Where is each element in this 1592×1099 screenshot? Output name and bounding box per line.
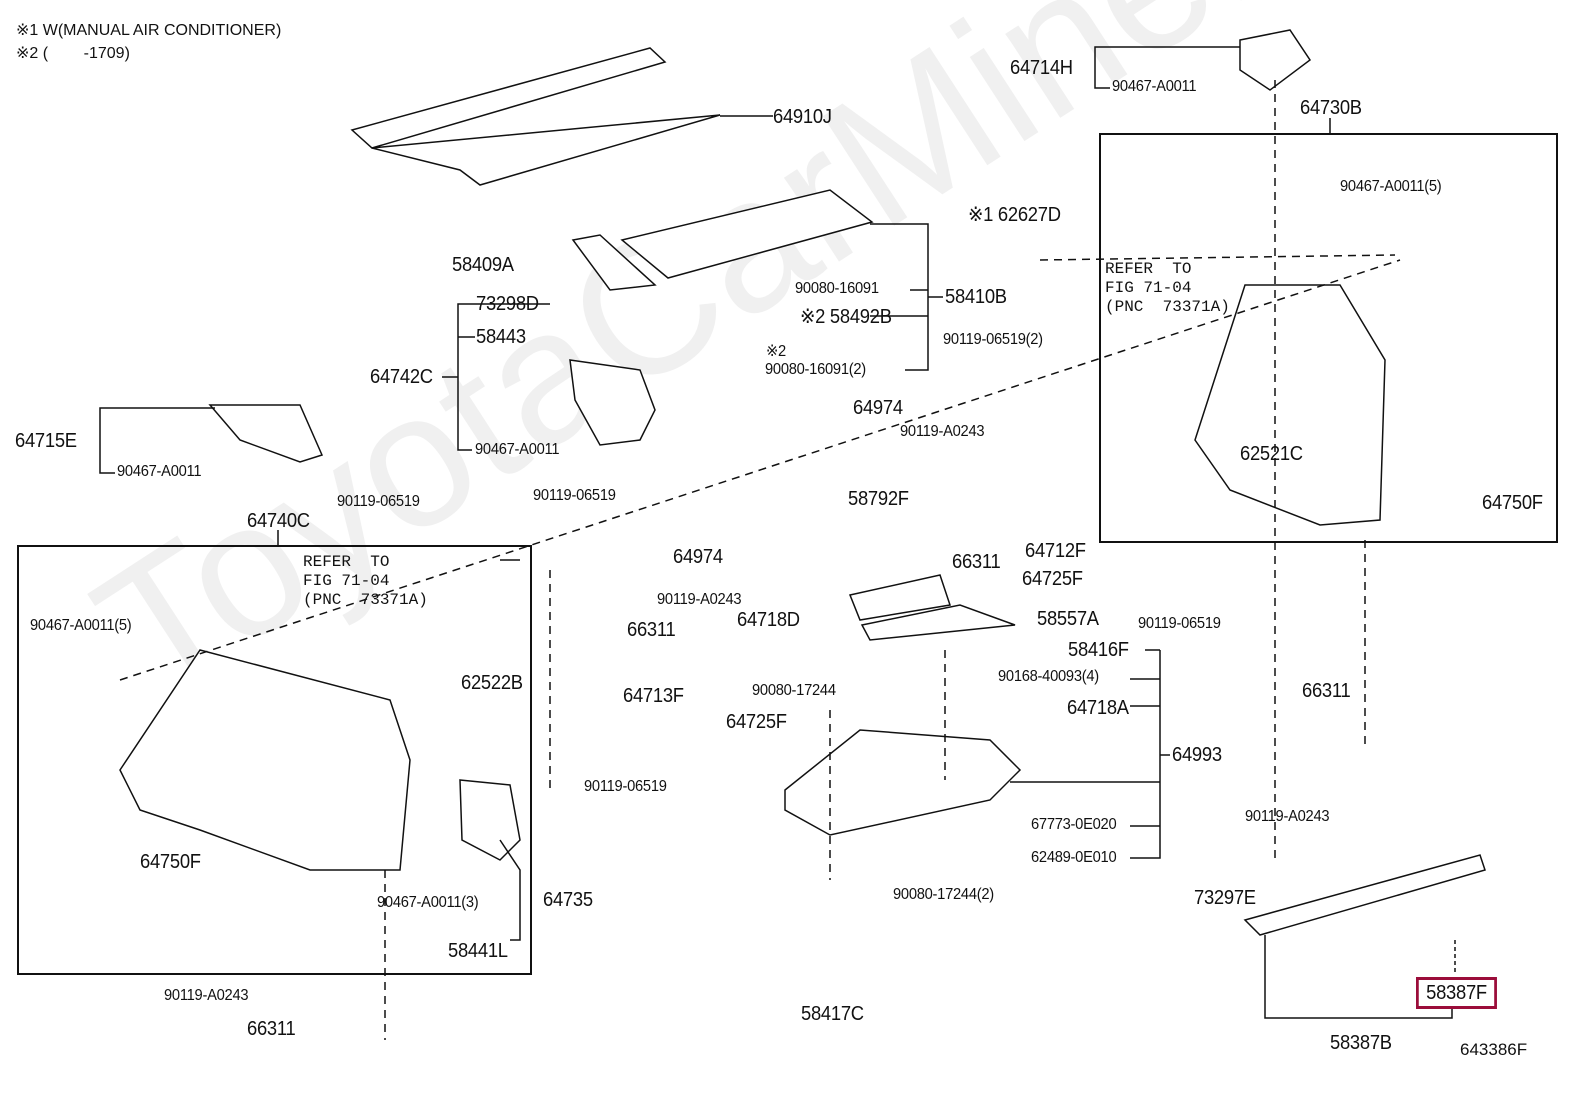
refer-note-right: REFER TO FIG 71-04 (PNC 73371A) [1105, 260, 1230, 316]
part-label[interactable]: 90080-16091(2) [765, 361, 866, 378]
group-box-64740C [17, 545, 532, 975]
part-label[interactable]: 64742C [370, 366, 433, 388]
part-label[interactable]: 64713F [623, 685, 684, 707]
part-label[interactable]: 62521C [1240, 443, 1303, 465]
part-label[interactable]: 90080-17244 [752, 682, 836, 699]
part-label[interactable]: 64735 [543, 889, 593, 911]
part-label[interactable]: 64718A [1067, 697, 1129, 719]
part-label[interactable]: 64712F [1025, 540, 1086, 562]
part-64993 [784, 729, 1022, 836]
part-label[interactable]: 66311 [247, 1018, 296, 1040]
part-label[interactable]: 90080-16091 [795, 280, 879, 297]
part-label[interactable]: 58557A [1037, 608, 1099, 630]
part-label[interactable]: 64974 [853, 397, 903, 419]
part-label[interactable]: 90467-A0011(5) [30, 617, 132, 634]
part-label[interactable]: 58417C [801, 1003, 864, 1025]
part-label[interactable]: 64993 [1172, 744, 1222, 766]
part-label[interactable]: 73298D [476, 293, 539, 315]
part-quarter-trim-left [119, 649, 411, 871]
note-2: ※2 ( -1709) [16, 45, 130, 62]
part-label[interactable]: ※2 58492B [800, 306, 892, 328]
part-label[interactable]: 90119-A0243 [164, 987, 249, 1004]
part-label[interactable]: 90467-A0011(3) [377, 894, 479, 911]
part-label[interactable]: 58387B [1330, 1032, 1392, 1054]
part-label[interactable]: 66311 [1302, 680, 1351, 702]
part-label[interactable]: 62489-0E010 [1031, 849, 1117, 866]
part-label[interactable]: 90119-A0243 [657, 591, 742, 608]
part-label[interactable]: 62522B [461, 672, 523, 694]
part-58557A [848, 574, 1016, 641]
part-label[interactable]: 90467-A0011 [1112, 78, 1197, 95]
part-label[interactable]: 58409A [452, 254, 514, 276]
part-label[interactable]: 64750F [140, 851, 201, 873]
part-label[interactable]: 90119-06519 [533, 487, 616, 504]
part-label[interactable]: 58410B [945, 286, 1007, 308]
part-58387B [1243, 854, 1486, 936]
part-64714H [1239, 29, 1312, 91]
part-quarter-trim-right [1194, 284, 1386, 526]
part-label[interactable]: ※1 62627D [968, 204, 1061, 226]
part-label[interactable]: 58441L [448, 940, 508, 962]
part-label[interactable]: 90467-A0011 [117, 463, 202, 480]
part-label[interactable]: 66311 [952, 551, 1001, 573]
part-label[interactable]: 58792F [848, 488, 909, 510]
part-label[interactable]: 90080-17244(2) [893, 886, 994, 903]
part-label[interactable]: 64725F [726, 711, 787, 733]
figure-code: 643386F [1460, 1040, 1528, 1059]
part-label[interactable]: 90119-06519 [584, 778, 667, 795]
part-label[interactable]: 58416F [1068, 639, 1129, 661]
part-label[interactable]: 64974 [673, 546, 723, 568]
part-64715E [208, 404, 324, 463]
part-label-highlighted[interactable]: 58387F [1416, 977, 1498, 1009]
part-58410B [571, 189, 874, 291]
note-1: ※1 W(MANUAL AIR CONDITIONER) [16, 22, 282, 39]
group-box-64730B [1099, 133, 1558, 543]
part-label[interactable]: 64715E [15, 430, 77, 452]
part-label[interactable]: 90467-A0011 [475, 441, 560, 458]
part-label[interactable]: 90119-A0243 [1245, 808, 1330, 825]
part-label[interactable]: ※2 [766, 343, 786, 360]
part-label[interactable]: 64740C [247, 510, 310, 532]
part-label[interactable]: 58443 [476, 326, 526, 348]
part-label[interactable]: 64910J [773, 106, 832, 128]
part-label[interactable]: 90119-06519(2) [943, 331, 1043, 348]
part-label[interactable]: 67773-0E020 [1031, 816, 1117, 833]
part-label[interactable]: 64750F [1482, 492, 1543, 514]
part-label[interactable]: 90467-A0011(5) [1340, 178, 1442, 195]
part-64742C [569, 359, 656, 446]
part-label[interactable]: 64718D [737, 609, 800, 631]
part-label[interactable]: 90119-A0243 [900, 423, 985, 440]
part-label[interactable]: 90119-06519 [337, 493, 420, 510]
part-label[interactable]: 73297E [1194, 887, 1256, 909]
part-label[interactable]: 66311 [627, 619, 676, 641]
part-label[interactable]: 64725F [1022, 568, 1083, 590]
refer-note-left: REFER TO FIG 71-04 (PNC 73371A) [303, 553, 428, 609]
part-label[interactable]: 90119-06519 [1138, 615, 1221, 632]
part-label[interactable]: 64730B [1300, 97, 1362, 119]
part-label[interactable]: 90168-40093(4) [998, 668, 1099, 685]
part-58441L [459, 779, 521, 861]
part-label[interactable]: 64714H [1010, 57, 1073, 79]
part-64910J [350, 47, 773, 186]
